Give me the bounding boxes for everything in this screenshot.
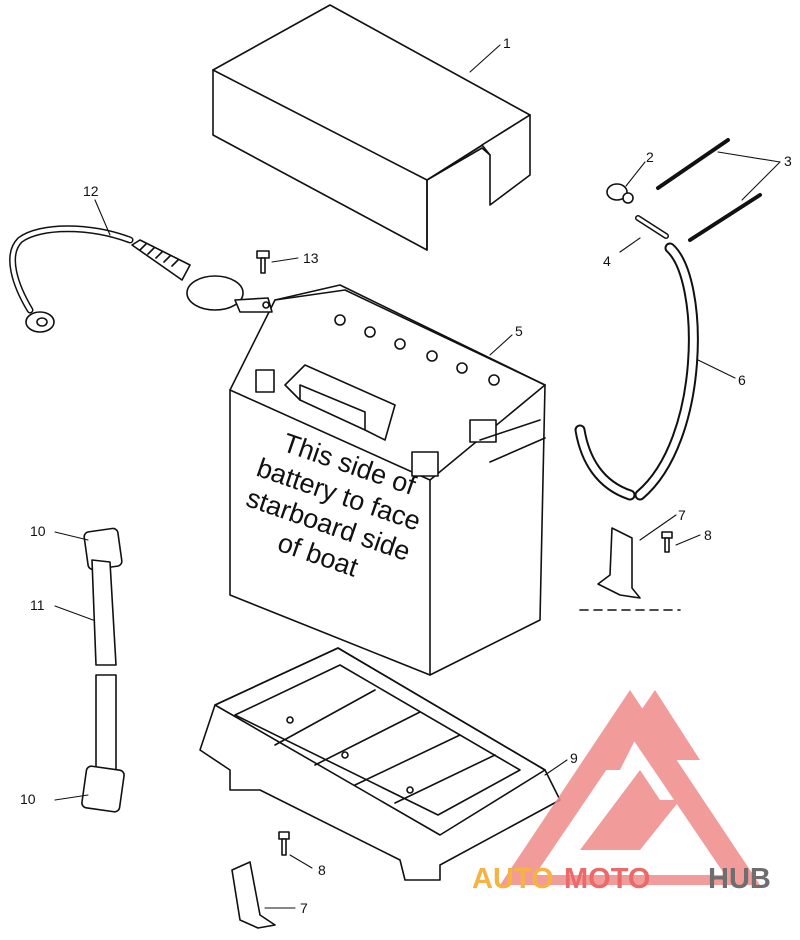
battery-tray [199,647,561,881]
callout-11: 11 [30,597,45,613]
cable-screw [256,250,270,274]
callout-1: 1 [503,35,511,51]
callout-7-lower: 7 [300,900,308,916]
callout-12: 12 [83,183,99,199]
callout-8-upper: 8 [704,527,712,543]
battery-cover [212,4,531,251]
callout-4: 4 [603,253,611,269]
upper-bracket [579,527,681,611]
vent-hose [574,242,699,501]
fuses [656,138,762,242]
fuse-cap [606,183,634,204]
callout-10-upper: 10 [30,523,46,539]
logo-text-auto: AUTO [472,863,554,895]
callout-5: 5 [515,323,523,339]
positive-cable [9,225,273,333]
logo-text-moto: MOTO [564,863,650,895]
callout-13: 13 [303,250,319,266]
lower-bracket [231,831,290,929]
callout-7-upper: 7 [678,507,686,523]
callout-9: 9 [570,750,578,766]
automotohub-watermark: AUTO MOTO HUB [472,690,771,895]
leader-lines [54,44,781,909]
callout-2: 2 [646,149,654,165]
hold-down-strap [81,527,125,813]
callout-3: 3 [784,153,792,169]
connector [635,215,669,239]
callout-8-lower: 8 [318,862,326,878]
battery [229,284,546,676]
logo-text-hub: HUB [708,863,771,895]
callout-10-lower: 10 [20,791,36,807]
callout-6: 6 [738,372,746,388]
